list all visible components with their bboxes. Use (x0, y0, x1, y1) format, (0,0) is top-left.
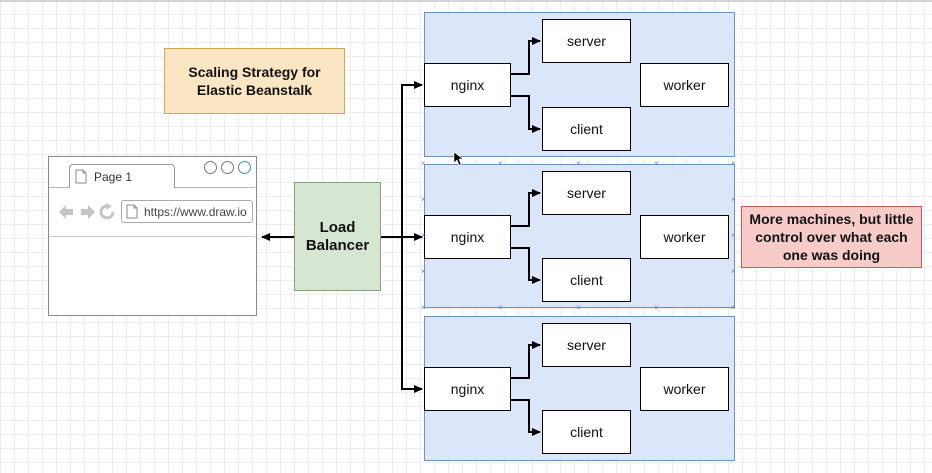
lb-line2: Balancer (305, 236, 370, 254)
nginx-1[interactable]: nginx (424, 63, 511, 107)
page-icon (75, 169, 87, 184)
load-balancer[interactable]: Load Balancer (294, 182, 381, 291)
selection-handle[interactable]: × (498, 303, 503, 312)
server-3[interactable]: server (542, 323, 631, 367)
selection-handle[interactable]: × (421, 303, 426, 312)
document-icon (126, 204, 138, 219)
url-text: https://www.draw.io (144, 205, 247, 219)
lb-to-nginx-3-arrow (401, 237, 423, 393)
nginx-3[interactable]: nginx (424, 367, 511, 411)
browser-mockup[interactable]: Page 1 https://www.draw.io (48, 156, 257, 316)
reload-icon (99, 203, 115, 220)
title-note-line2: Elastic Beanstalk (196, 82, 313, 98)
selection-handle[interactable]: × (421, 195, 426, 204)
selection-handle[interactable]: × (731, 231, 736, 240)
title-note[interactable]: Scaling Strategy for Elastic Beanstalk (164, 48, 345, 114)
back-arrow-icon (59, 205, 73, 219)
note-line1: More machines, but little (749, 211, 914, 227)
browser-tab[interactable]: Page 1 (69, 164, 175, 188)
selection-handle[interactable]: × (654, 303, 659, 312)
window-button-1[interactable] (204, 161, 217, 174)
selection-handle[interactable]: × (498, 159, 503, 168)
title-note-line1: Scaling Strategy for (188, 64, 321, 80)
client-1[interactable]: client (542, 107, 631, 151)
tab-label: Page 1 (94, 170, 133, 184)
server-1[interactable]: server (542, 19, 631, 63)
client-2[interactable]: client (542, 258, 631, 302)
url-bar[interactable]: https://www.draw.io (121, 200, 253, 223)
selection-handle[interactable]: × (576, 159, 581, 168)
selection-handle[interactable]: × (421, 231, 426, 240)
note-line2: control over what each (755, 229, 908, 245)
selection-handle[interactable]: × (576, 303, 581, 312)
selection-handle[interactable]: × (421, 159, 426, 168)
window-button-2[interactable] (221, 161, 234, 174)
lb-to-nginx-1-arrow (401, 81, 423, 237)
selection-handle[interactable]: × (421, 267, 426, 276)
selection-handle[interactable]: × (731, 267, 736, 276)
worker-1[interactable]: worker (640, 63, 729, 107)
worker-2[interactable]: worker (640, 215, 729, 259)
note-line3: one was doing (782, 247, 881, 263)
server-2[interactable]: server (542, 171, 631, 215)
forward-arrow-icon (81, 205, 95, 219)
lb-line1: Load (319, 218, 356, 236)
selection-handle[interactable]: × (731, 159, 736, 168)
top-border (0, 0, 932, 2)
nav-buttons (59, 203, 115, 220)
nginx-2[interactable]: nginx (424, 215, 511, 259)
client-3[interactable]: client (542, 410, 631, 454)
selection-handle[interactable]: × (731, 195, 736, 204)
worker-3[interactable]: worker (640, 367, 729, 411)
selection-handle[interactable]: × (731, 303, 736, 312)
note-callout[interactable]: More machines, but little control over w… (741, 206, 922, 268)
window-button-3[interactable] (238, 161, 251, 174)
selection-handle[interactable]: × (654, 159, 659, 168)
toolbar-divider (49, 236, 255, 237)
